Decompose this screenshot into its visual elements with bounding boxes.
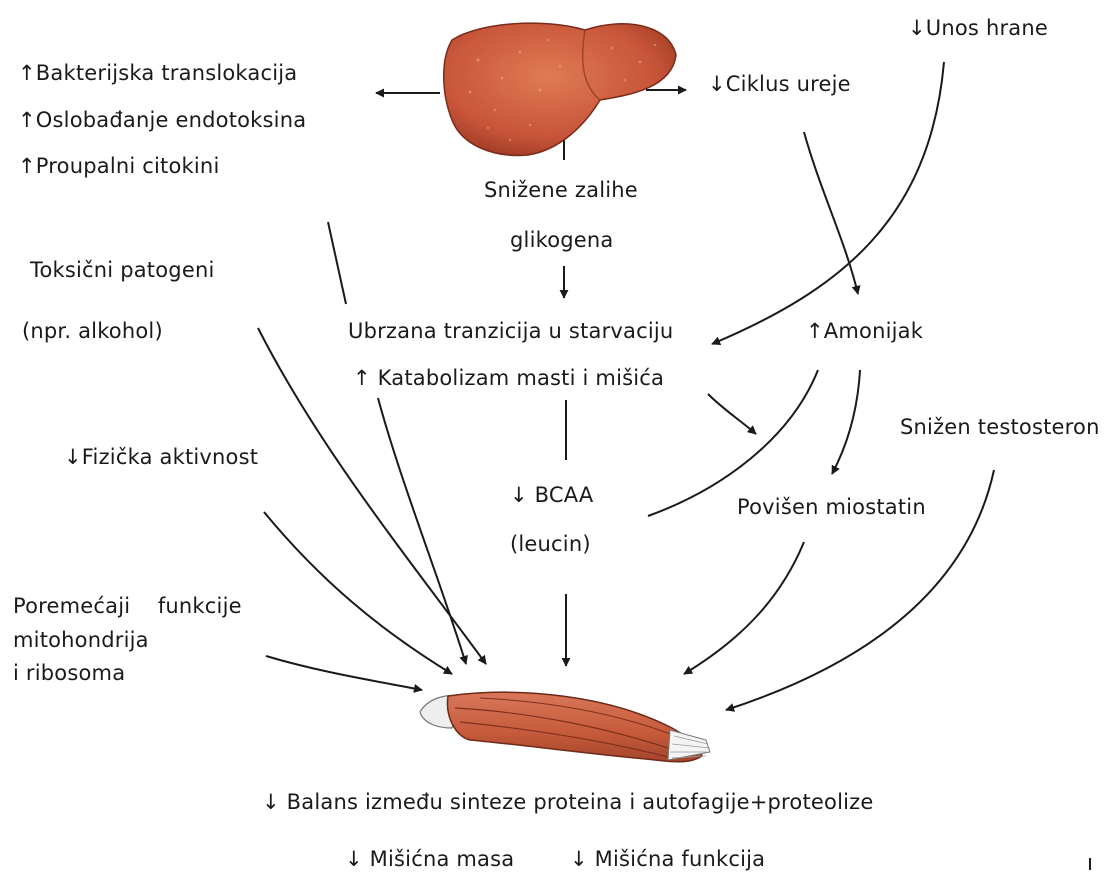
- arrow-myostatin-to-muscle: [684, 542, 804, 674]
- label-bacterial-translocation: ↑Bakterijska translokacija: [18, 60, 297, 86]
- label-physical-activity: ↓Fizička aktivnost: [64, 444, 258, 470]
- liver-illustration: [444, 23, 676, 155]
- label-protein-balance: ↓ Balans između sinteze proteina i autof…: [262, 789, 873, 815]
- label-endotoxin-release: ↑Oslobađanje endotoksina: [18, 107, 306, 133]
- label-mito-line1: Poremećaji funkcije: [13, 593, 242, 619]
- label-catabolism: ↑ Katabolizam masti i mišića: [353, 365, 664, 391]
- label-glycogen-line2: glikogena: [510, 227, 614, 253]
- label-muscle-mass: ↓ Mišićna masa: [345, 846, 514, 872]
- arrow-catabolism-to-muscle: [378, 398, 466, 664]
- label-toxic-pathogens-line2: (npr. alkohol): [22, 318, 163, 344]
- label-myostatin: Povišen miostatin: [737, 494, 926, 520]
- label-muscle-function: ↓ Mišićna funkcija: [570, 846, 765, 872]
- arrow-mito-to-muscle: [266, 656, 422, 690]
- label-proinflammatory-cytokines: ↑Proupalni citokini: [18, 153, 219, 179]
- muscle-illustration: [420, 692, 710, 762]
- label-mito-line2: mitohondrija: [13, 627, 149, 653]
- label-starvation-transition: Ubrzana tranzicija u starvaciju: [348, 318, 673, 344]
- label-food-intake: ↓Unos hrane: [908, 15, 1048, 41]
- label-low-testosterone: Snižen testosteron: [900, 414, 1100, 440]
- label-mito-line3: i ribosoma: [13, 660, 125, 686]
- label-leucine: (leucin): [510, 531, 591, 557]
- arrow-ammonia-to-myostatin: [832, 370, 860, 474]
- arrow-physical-activity-to-muscle: [264, 512, 452, 674]
- line-cytokines-to-starvation: [328, 222, 346, 304]
- label-ammonia: ↑Amonijak: [806, 318, 923, 344]
- label-toxic-pathogens-line1: Toksični patogeni: [30, 257, 214, 283]
- label-glycogen-line1: Snižene zalihe: [484, 177, 638, 203]
- label-urea-cycle: ↓Ciklus ureje: [708, 71, 851, 97]
- arrow-urea-to-ammonia: [804, 132, 858, 294]
- label-bcaa: ↓ BCAA: [510, 482, 594, 508]
- arrow-catabolism-to-myostatin: [708, 394, 756, 434]
